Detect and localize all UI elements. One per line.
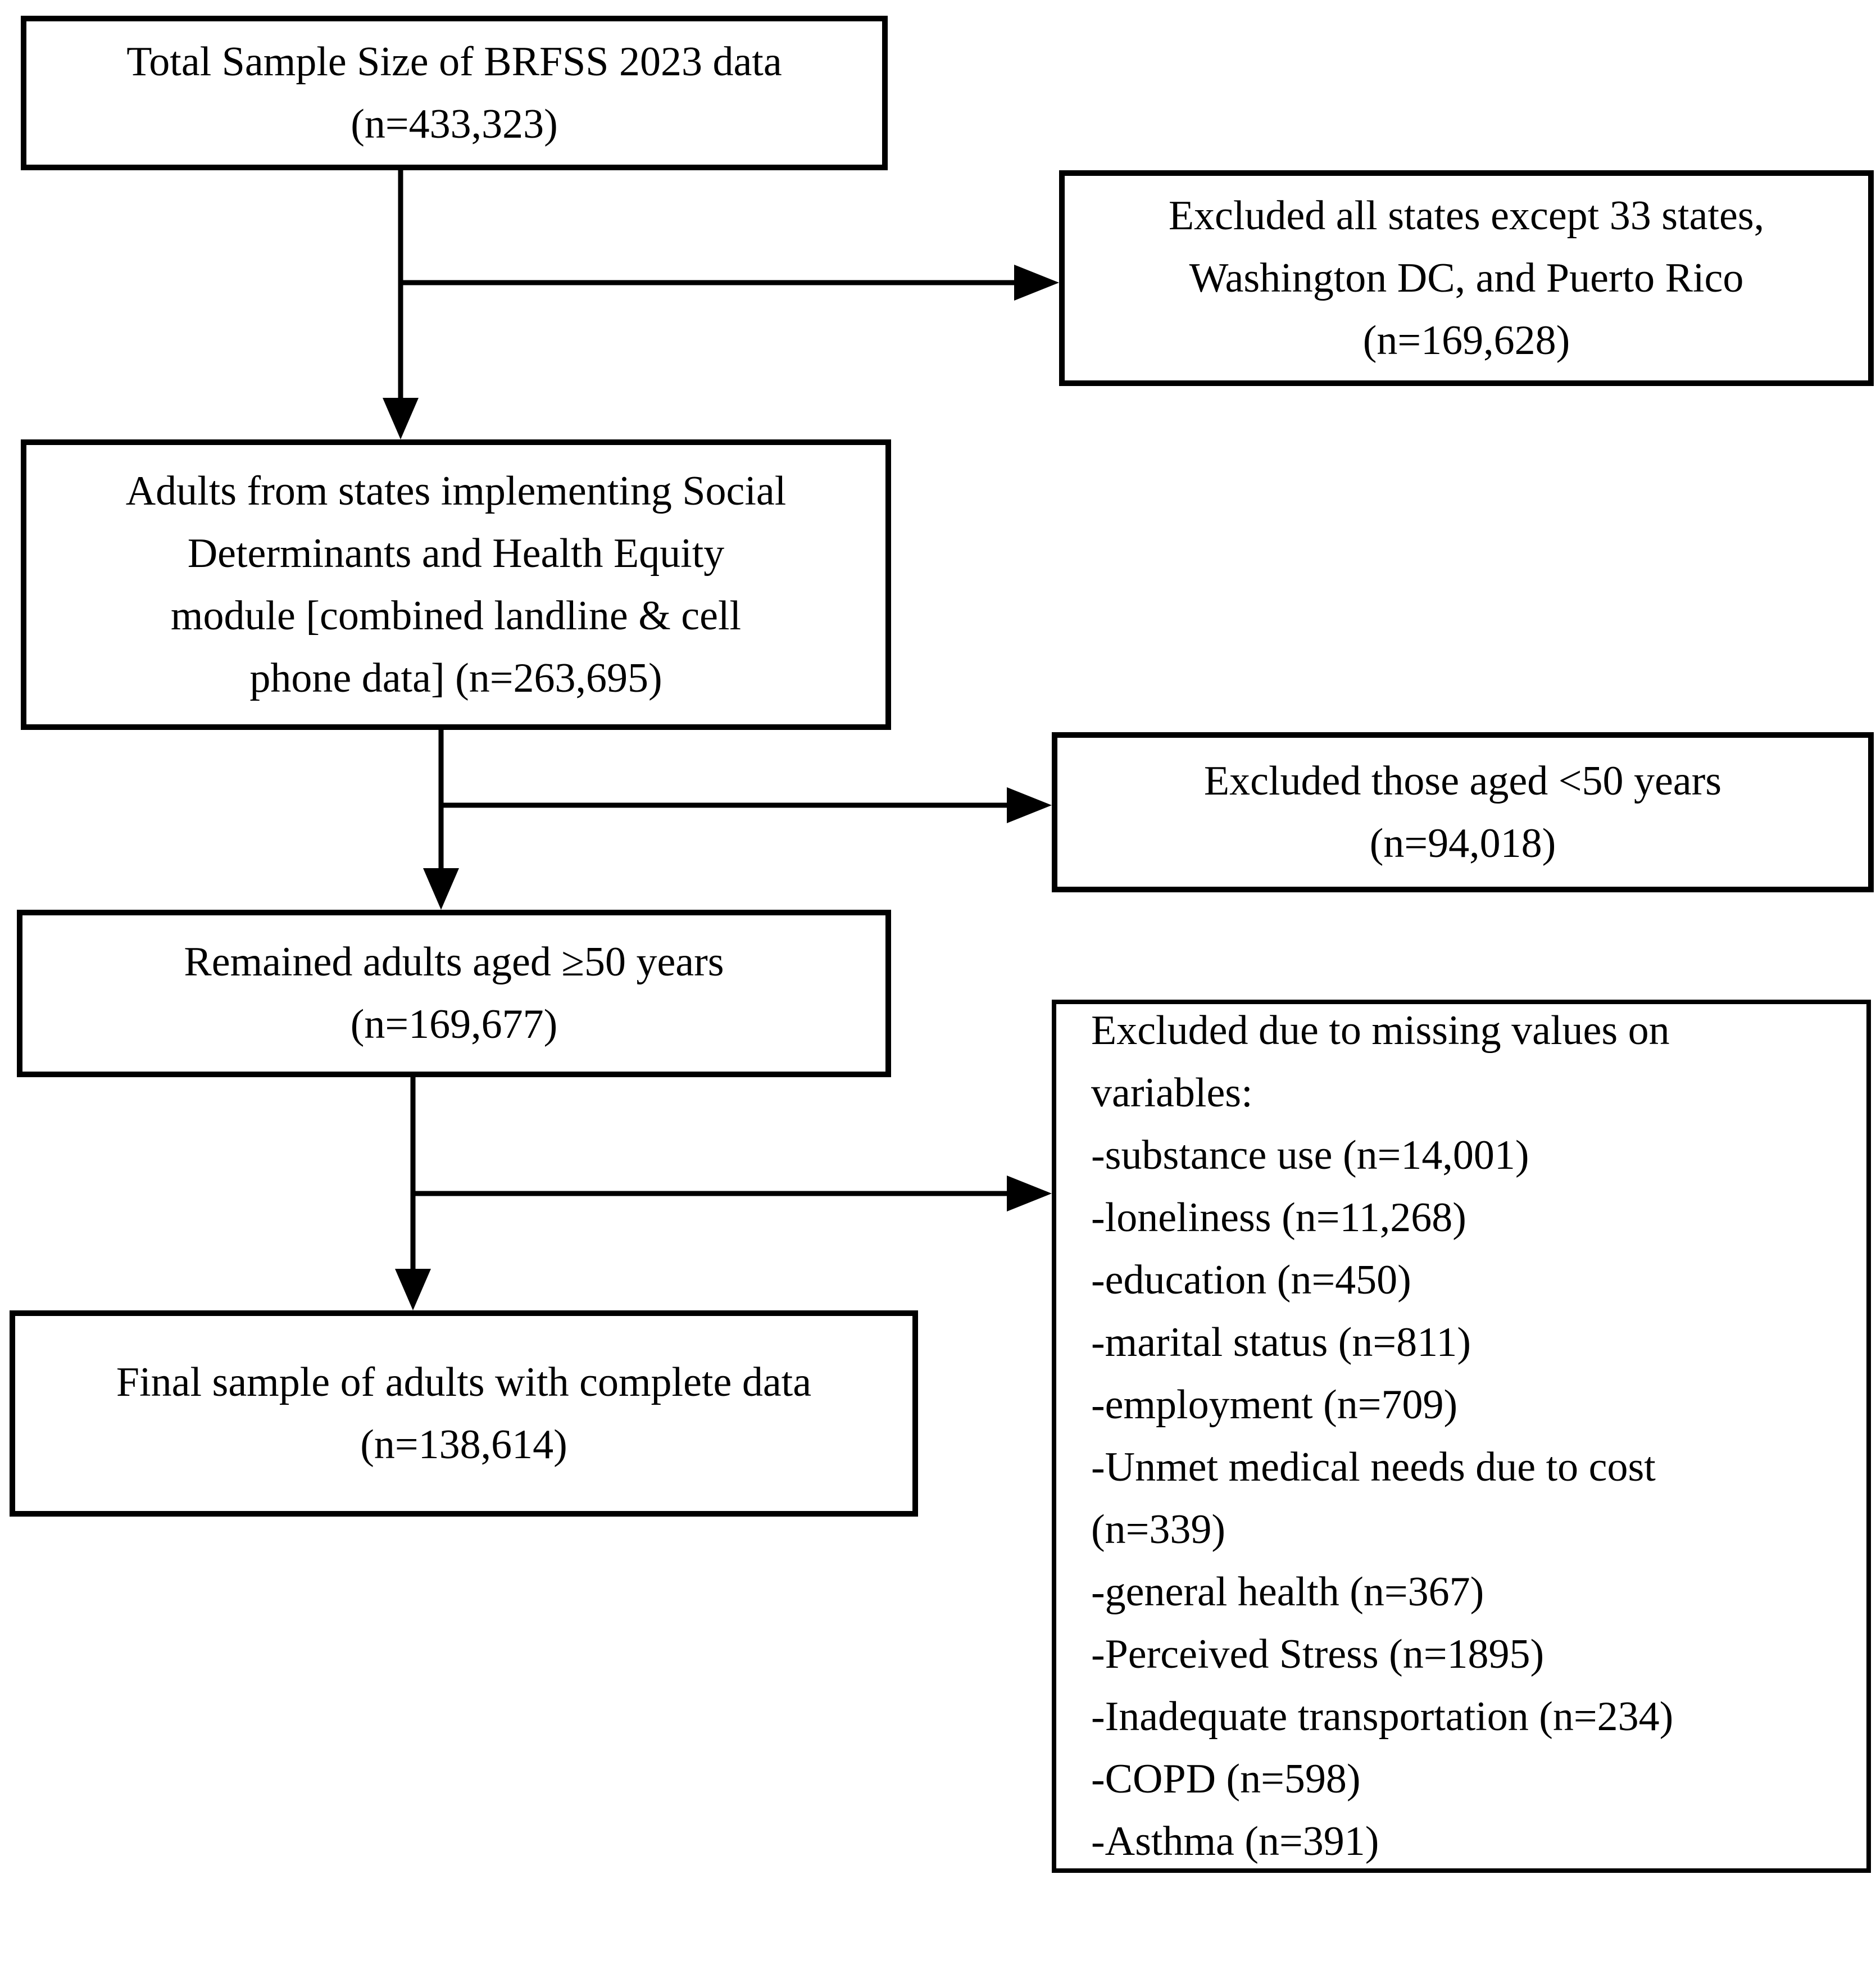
box-remained-adults: Remained adults aged ≥50 years (n=169,67… <box>17 910 891 1077</box>
box-total-sample: Total Sample Size of BRFSS 2023 data (n=… <box>21 16 888 170</box>
box-excluded-missing-line9: (n=339) <box>1091 1506 1226 1553</box>
box-adults-sdoh-line4: phone data] (n=263,695) <box>249 655 662 701</box>
box-total-sample-line2: (n=433,323) <box>351 101 558 147</box>
box-final-sample-line2: (n=138,614) <box>360 1421 567 1468</box>
box-adults-sdoh-line1: Adults from states implementing Social <box>125 468 787 514</box>
box-final-sample: Final sample of adults with complete dat… <box>10 1310 918 1517</box>
arrowhead-right-excluded-states <box>1014 265 1059 301</box>
box-remained-adults-line2: (n=169,677) <box>350 1001 558 1047</box>
box-excluded-missing-line14: -Asthma (n=391) <box>1091 1818 1379 1864</box>
box-excluded-missing-line10: -general health (n=367) <box>1091 1569 1484 1615</box>
box-excluded-missing-line12: -Inadequate transportation (n=234) <box>1091 1694 1674 1740</box>
box-excluded-missing-line13: -COPD (n=598) <box>1091 1756 1361 1802</box>
box-excluded-age-line1: Excluded those aged <50 years <box>1203 757 1722 804</box>
box-excluded-missing-line2: variables: <box>1091 1070 1253 1116</box>
box-excluded-missing-line11: -Perceived Stress (n=1895) <box>1091 1631 1545 1677</box>
box-excluded-states-line1: Excluded all states except 33 states, <box>1168 192 1765 239</box>
arrowhead-down-adults <box>383 398 419 439</box>
box-excluded-missing-line4: -loneliness (n=11,268) <box>1091 1195 1466 1241</box>
box-final-sample-line1: Final sample of adults with complete dat… <box>116 1359 812 1405</box>
box-excluded-states: Excluded all states except 33 states, Wa… <box>1059 170 1874 386</box>
arrowhead-down-final <box>395 1269 431 1310</box>
arrowhead-right-excluded-missing <box>1007 1176 1052 1211</box>
box-adults-sdoh-line3: module [combined landline & cell <box>170 592 742 639</box>
box-total-sample-line1: Total Sample Size of BRFSS 2023 data <box>126 38 782 85</box>
arrowhead-right-excluded-age <box>1007 787 1052 823</box>
box-excluded-missing-line1: Excluded due to missing values on <box>1091 1008 1670 1054</box>
box-excluded-missing: Excluded due to missing values on variab… <box>1052 1000 1871 1873</box>
box-adults-sdoh-module: Adults from states implementing Social D… <box>21 439 891 730</box>
box-excluded-age: Excluded those aged <50 years (n=94,018) <box>1052 732 1874 892</box>
box-excluded-missing-line8: -Unmet medical needs due to cost <box>1091 1444 1656 1490</box>
box-remained-adults-line1: Remained adults aged ≥50 years <box>184 939 724 985</box>
box-excluded-missing-line6: -marital status (n=811) <box>1091 1319 1471 1365</box>
box-excluded-states-line3: (n=169,628) <box>1362 317 1570 364</box>
arrowhead-down-remained <box>423 868 459 910</box>
box-excluded-missing-line3: -substance use (n=14,001) <box>1091 1132 1529 1178</box>
box-adults-sdoh-line2: Determinants and Health Equity <box>187 530 725 577</box>
box-excluded-states-line2: Washington DC, and Puerto Rico <box>1189 255 1744 301</box>
box-excluded-missing-line5: -education (n=450) <box>1091 1257 1411 1303</box>
box-excluded-age-line2: (n=94,018) <box>1369 820 1556 866</box>
box-excluded-missing-line7: -employment (n=709) <box>1091 1382 1458 1428</box>
